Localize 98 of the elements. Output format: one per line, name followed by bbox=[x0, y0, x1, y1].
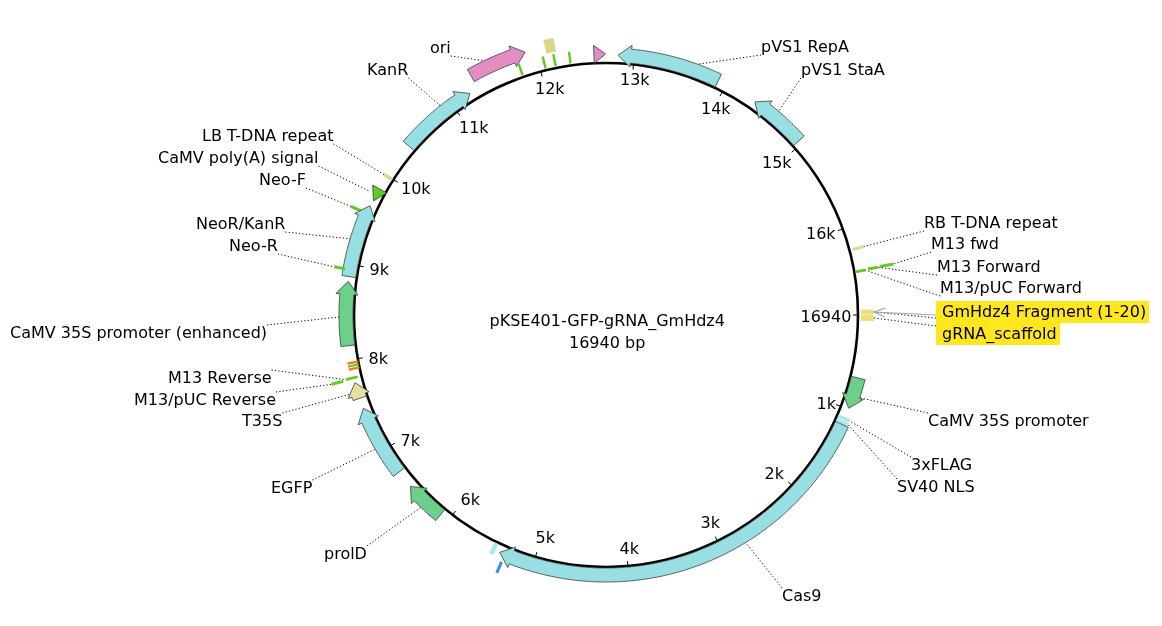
feature-bar bbox=[517, 63, 524, 76]
feature-label: KanR bbox=[367, 61, 409, 79]
plasmid-feature bbox=[347, 382, 370, 401]
leader-line bbox=[271, 369, 347, 381]
leader-line bbox=[407, 77, 441, 107]
position-label: 6k bbox=[460, 491, 480, 509]
feature-label: pVS1 RepA bbox=[761, 38, 849, 56]
leader-line bbox=[847, 424, 898, 480]
leader-line bbox=[333, 143, 385, 175]
arrow bbox=[873, 307, 937, 318]
plasmid-feature bbox=[467, 45, 526, 82]
feature-label: pVS1 StaA bbox=[801, 61, 885, 79]
leader-line bbox=[450, 55, 485, 62]
leader-line bbox=[864, 269, 941, 297]
plasmid-feature bbox=[410, 486, 445, 521]
feature-label: EGFP bbox=[271, 479, 313, 497]
feature-label: NeoR/KanR bbox=[196, 215, 286, 233]
leader-line bbox=[305, 187, 352, 207]
feature-label: CaMV 35S promoter (enhanced) bbox=[10, 324, 268, 342]
plasmid-feature bbox=[754, 100, 805, 146]
feature-bar bbox=[334, 265, 346, 271]
feature-bar bbox=[867, 265, 879, 271]
feature-label: Neo-F bbox=[259, 171, 306, 189]
feature-label: 3xFLAG bbox=[911, 456, 973, 474]
feature-bar bbox=[347, 363, 360, 368]
position-label: 13k bbox=[620, 71, 650, 89]
position-label: 5k bbox=[535, 529, 555, 547]
feature-bar bbox=[567, 51, 572, 64]
leader-line bbox=[311, 448, 376, 481]
plasmid-feature bbox=[842, 375, 866, 409]
feature-label: GmHdz4 Fragment (1-20) bbox=[936, 301, 1150, 323]
feature-label: T35S bbox=[242, 412, 283, 430]
leader-line bbox=[873, 317, 937, 327]
plasmid-feature bbox=[617, 44, 722, 88]
feature-bar bbox=[347, 360, 359, 365]
leader-line bbox=[849, 420, 912, 458]
feature-bar bbox=[489, 542, 499, 555]
feature-bar bbox=[860, 315, 874, 321]
feature-label: ori bbox=[430, 39, 451, 57]
feature-label: Cas9 bbox=[782, 587, 822, 605]
leader-line bbox=[318, 165, 370, 192]
feature-bar bbox=[852, 245, 865, 251]
feature-triangle bbox=[593, 44, 606, 64]
position-label: 8k bbox=[368, 350, 388, 368]
feature-triangle bbox=[372, 184, 388, 202]
feature-box bbox=[543, 37, 557, 54]
position-label: 16k bbox=[806, 225, 836, 243]
leader-line bbox=[697, 54, 762, 65]
plasmid-feature bbox=[499, 421, 849, 583]
leader-line bbox=[745, 542, 783, 589]
feature-bar bbox=[348, 366, 360, 371]
feature-label: M13/pUC Reverse bbox=[134, 391, 276, 409]
feature-bar bbox=[860, 309, 874, 315]
feature-bar bbox=[879, 262, 894, 268]
feature-label: LB T-DNA repeat bbox=[202, 127, 334, 145]
position-label: 12k bbox=[535, 80, 565, 98]
position-label: 16940 bbox=[800, 308, 852, 326]
feature-label: prolD bbox=[324, 545, 367, 563]
feature-label: M13 fwd bbox=[931, 235, 999, 253]
position-label: 1k bbox=[816, 395, 836, 413]
plasmid-name: pKSE401-GFP-gRNA_GmHdz4 bbox=[489, 312, 725, 330]
feature-label: RB T-DNA repeat bbox=[924, 214, 1058, 232]
feature-bar bbox=[837, 414, 851, 423]
feature-bar bbox=[541, 56, 547, 69]
position-label: 4k bbox=[619, 540, 639, 558]
feature-label: M13 Forward bbox=[937, 258, 1041, 276]
position-label: 10k bbox=[401, 180, 431, 198]
leader-line bbox=[863, 230, 925, 247]
position-label: 7k bbox=[400, 432, 420, 450]
leader-line bbox=[266, 316, 340, 326]
position-label: 9k bbox=[369, 261, 389, 279]
leader-line bbox=[859, 397, 929, 414]
leader-line bbox=[281, 393, 352, 414]
position-label: 14k bbox=[701, 100, 731, 118]
feature-label: gRNA_scaffold bbox=[936, 323, 1060, 345]
feature-label: M13 Reverse bbox=[168, 369, 272, 387]
leader-line bbox=[778, 77, 802, 112]
feature-label: CaMV poly(A) signal bbox=[158, 149, 319, 167]
position-label: 3k bbox=[700, 514, 720, 532]
position-label: 11k bbox=[459, 119, 489, 137]
leader-line bbox=[275, 383, 333, 393]
position-label: 15k bbox=[762, 154, 792, 172]
feature-bar bbox=[495, 561, 503, 574]
leader-line bbox=[877, 266, 938, 276]
feature-label: SV40 NLS bbox=[897, 478, 975, 496]
feature-bar bbox=[855, 268, 866, 274]
feature-label: M13/pUC Forward bbox=[940, 279, 1083, 297]
feature-bar bbox=[382, 172, 394, 181]
position-label: 2k bbox=[764, 465, 784, 483]
feature-bar bbox=[331, 379, 344, 386]
plasmid-length: 16940 bp bbox=[569, 334, 646, 352]
feature-label: Neo-R bbox=[229, 237, 278, 255]
plasmid-feature bbox=[335, 280, 359, 347]
leader-line bbox=[893, 251, 932, 265]
feature-bar bbox=[552, 54, 557, 67]
leader-line bbox=[277, 253, 335, 268]
feature-label: CaMV 35S promoter bbox=[928, 412, 1089, 430]
feature-bar bbox=[835, 418, 849, 427]
